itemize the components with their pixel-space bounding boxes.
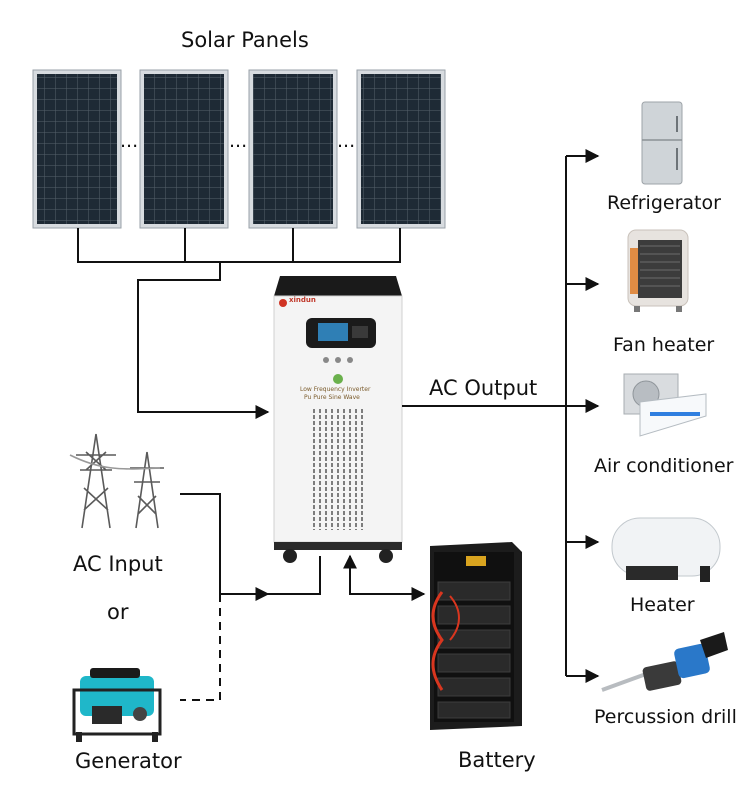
refrigerator-icon bbox=[642, 102, 682, 184]
air-conditioner-icon bbox=[624, 374, 706, 436]
generator-icon bbox=[74, 668, 160, 742]
ac-output-label: AC Output bbox=[429, 376, 537, 400]
water-heater-icon bbox=[612, 518, 720, 582]
inverter-line-1: Low Frequency Inverter bbox=[300, 386, 370, 393]
appliance-label-refrigerator: Refrigerator bbox=[607, 192, 721, 214]
appliance-label-air-conditioner: Air conditioner bbox=[594, 455, 733, 477]
generator-label: Generator bbox=[75, 749, 182, 773]
percussion-drill-icon bbox=[602, 632, 728, 691]
inverter-brand: xindun bbox=[289, 296, 316, 304]
appliance-label-fan-heater: Fan heater bbox=[613, 334, 714, 356]
power-tower-icon bbox=[70, 434, 164, 528]
solar-panel-4 bbox=[357, 70, 445, 228]
solar-panel-1 bbox=[33, 70, 121, 228]
solar-panel-2 bbox=[140, 70, 228, 228]
or-label: or bbox=[107, 600, 128, 624]
battery-label: Battery bbox=[458, 748, 536, 772]
panel-ellipsis-1: ... bbox=[120, 130, 138, 152]
inverter-line-2: Pu Pure Sine Wave bbox=[304, 394, 360, 401]
panel-ellipsis-3: ... bbox=[337, 130, 355, 152]
inverter-unit bbox=[274, 276, 402, 563]
panel-ellipsis-2: ... bbox=[229, 130, 247, 152]
solar-panel-3 bbox=[249, 70, 337, 228]
appliance-label-heater: Heater bbox=[630, 594, 695, 616]
appliance-label-percussion-drill: Percussion drill bbox=[594, 706, 737, 728]
ac-input-label: AC Input bbox=[73, 552, 163, 576]
solar-panels-title: Solar Panels bbox=[181, 28, 309, 52]
fan-heater-icon bbox=[628, 230, 688, 312]
battery-rack bbox=[430, 542, 522, 730]
